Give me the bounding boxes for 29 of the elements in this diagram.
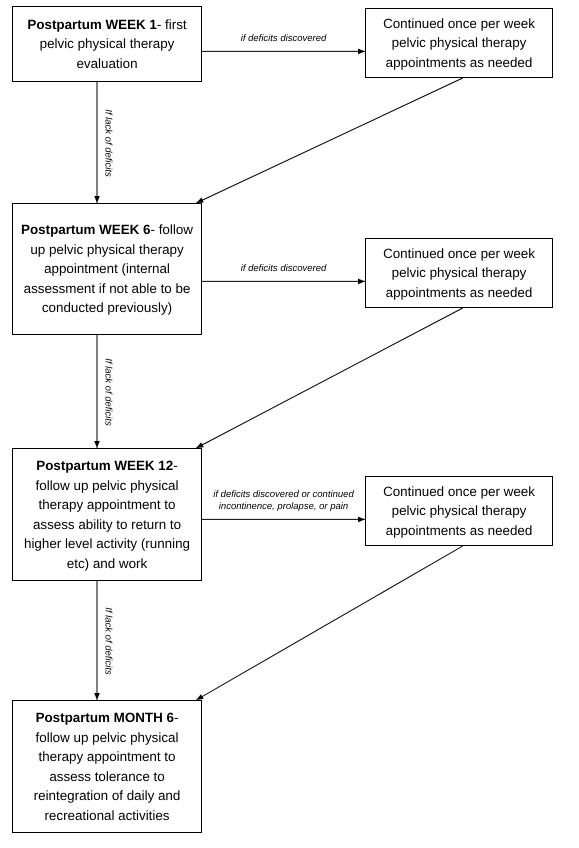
- arrow: [94, 334, 100, 448]
- box-text: Continued once per week pelvic physical therapy appointments as needed: [382, 244, 536, 302]
- edge-label: if deficits discovered or continued incontinence, prolapse, or pain: [212, 489, 355, 514]
- box-text: Postpartum WEEK 12- follow up pelvic physical therapy appointment to assess ability to return to higher level activity (running etc) and work: [23, 457, 191, 573]
- arrow: [196, 308, 464, 448]
- edge-label: If lack of deficits: [101, 356, 113, 428]
- process-box: [12, 203, 202, 335]
- edge-label: if deficits discovered: [240, 33, 328, 46]
- edge-label: If lack of deficits: [101, 606, 113, 676]
- process-box: [12, 700, 202, 833]
- box-text: Postpartum MONTH 6- follow up pelvic physical therapy appointment to assess tolerance to reintegration of daily and recreational activities: [32, 709, 182, 824]
- arrow: [202, 278, 366, 284]
- arrow: [94, 580, 100, 700]
- edge-label: if deficits discovered: [240, 263, 328, 276]
- process-box: [365, 8, 553, 78]
- box-text: Continued once per week pelvic physical therapy appointments as needed: [382, 14, 536, 72]
- arrow: [202, 48, 366, 54]
- process-box: [365, 476, 553, 546]
- process-box: [365, 238, 553, 308]
- arrow: [202, 516, 366, 522]
- edge-label: If lack of deficits: [101, 108, 113, 178]
- arrow: [196, 546, 464, 700]
- box-text: Continued once per week pelvic physical therapy appointments as needed: [382, 482, 536, 540]
- arrow: [94, 82, 100, 204]
- box-text: Postpartum WEEK 6- follow up pelvic physical therapy appointment (internal assessment if not able to be conducted previously): [20, 221, 194, 318]
- box-text: Postpartum WEEK 1- first pelvic physical therapy evaluation: [26, 16, 188, 73]
- process-box: [12, 6, 202, 82]
- arrow: [196, 78, 464, 204]
- process-box: [12, 448, 202, 581]
